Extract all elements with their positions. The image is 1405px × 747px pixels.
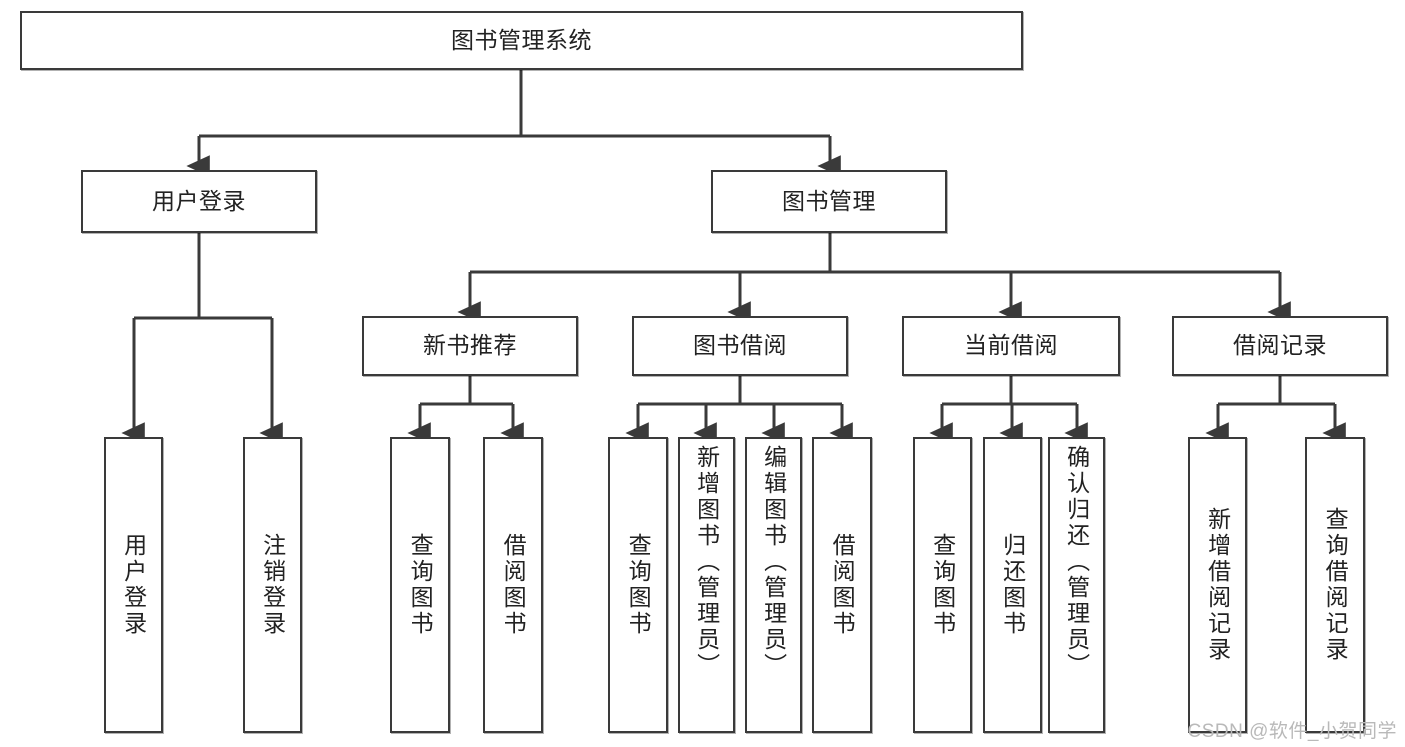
node-leaf-user-login[interactable]: 用户登录 xyxy=(104,437,163,733)
node-leaf-edit-book[interactable]: 编辑图书（管理员） xyxy=(745,437,802,733)
node-book-borrow-label: 图书借阅 xyxy=(693,332,787,359)
node-leaf-add-record[interactable]: 新增借阅记录 xyxy=(1188,437,1247,733)
watermark-text: CSDN @软件_小贺同学 xyxy=(1187,721,1397,742)
node-leaf-query-book-1-label: 查询图书 xyxy=(407,533,434,637)
node-new-book-rec-label: 新书推荐 xyxy=(423,332,517,359)
node-leaf-add-book[interactable]: 新增图书（管理员） xyxy=(678,437,735,733)
node-leaf-query-book-1[interactable]: 查询图书 xyxy=(390,437,450,733)
node-leaf-query-book-3-label: 查询图书 xyxy=(929,533,956,637)
node-leaf-query-book-2-label: 查询图书 xyxy=(625,533,652,637)
node-leaf-query-book-2[interactable]: 查询图书 xyxy=(608,437,668,733)
node-leaf-return-book-label: 归还图书 xyxy=(999,533,1026,637)
node-user-login-label: 用户登录 xyxy=(152,187,246,214)
node-leaf-return-book[interactable]: 归还图书 xyxy=(983,437,1042,733)
node-leaf-edit-book-label: 编辑图书（管理员） xyxy=(760,445,787,679)
node-book-manage-label: 图书管理 xyxy=(782,187,876,214)
node-leaf-add-record-label: 新增借阅记录 xyxy=(1204,507,1231,663)
node-root-label: 图书管理系统 xyxy=(451,26,592,53)
node-borrow-record[interactable]: 借阅记录 xyxy=(1172,316,1388,376)
node-leaf-borrow-book-2[interactable]: 借阅图书 xyxy=(812,437,872,733)
node-leaf-query-record-label: 查询借阅记录 xyxy=(1322,507,1349,663)
node-leaf-user-login-label: 用户登录 xyxy=(120,533,147,637)
node-borrow-record-label: 借阅记录 xyxy=(1233,332,1327,359)
node-book-borrow[interactable]: 图书借阅 xyxy=(632,316,848,376)
node-leaf-query-book-3[interactable]: 查询图书 xyxy=(913,437,972,733)
node-root[interactable]: 图书管理系统 xyxy=(20,11,1023,70)
node-leaf-borrow-book-2-label: 借阅图书 xyxy=(829,533,856,637)
node-new-book-rec[interactable]: 新书推荐 xyxy=(362,316,578,376)
node-leaf-query-record[interactable]: 查询借阅记录 xyxy=(1305,437,1365,733)
node-leaf-logout-label: 注销登录 xyxy=(259,533,286,637)
node-book-manage[interactable]: 图书管理 xyxy=(711,170,947,233)
node-leaf-add-book-label: 新增图书（管理员） xyxy=(693,445,720,679)
node-leaf-borrow-book-1[interactable]: 借阅图书 xyxy=(483,437,543,733)
node-leaf-confirm-return-label: 确认归还（管理员） xyxy=(1063,445,1090,679)
node-leaf-borrow-book-1-label: 借阅图书 xyxy=(500,533,527,637)
node-user-login[interactable]: 用户登录 xyxy=(81,170,317,233)
node-current-borrow-label: 当前借阅 xyxy=(964,332,1058,359)
node-leaf-logout[interactable]: 注销登录 xyxy=(243,437,302,733)
node-leaf-confirm-return[interactable]: 确认归还（管理员） xyxy=(1048,437,1105,733)
node-current-borrow[interactable]: 当前借阅 xyxy=(902,316,1120,376)
